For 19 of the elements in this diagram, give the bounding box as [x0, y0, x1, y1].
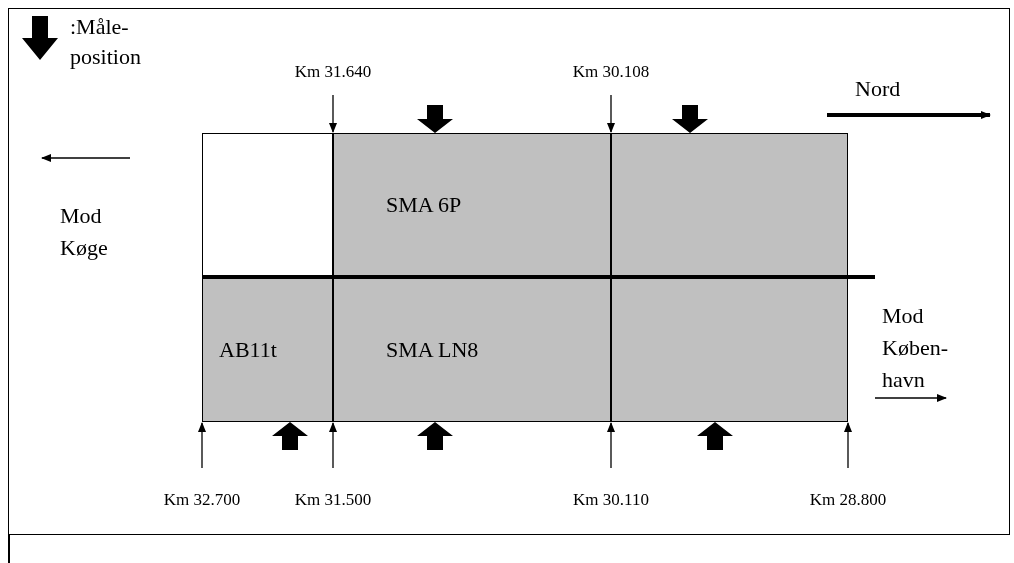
station-label: Km 30.108: [572, 62, 650, 82]
station-label: Km 31.640: [294, 62, 372, 82]
section-label: SMA 6P: [386, 192, 462, 218]
station-label: Km 30.110: [573, 490, 649, 510]
station-label: Km 32.700: [163, 490, 241, 510]
pavement-section: [333, 277, 611, 422]
section-label: AB11t: [219, 336, 277, 363]
pavement-section: [611, 277, 848, 422]
legend-label: :Måle-position: [70, 13, 142, 71]
station-label: Km 28.800: [809, 490, 887, 510]
direction-label: Nord: [855, 76, 901, 102]
direction-label: Mod Køben-havn: [882, 302, 949, 394]
station-label: Km 31.500: [294, 490, 372, 510]
direction-label: Mod Køge: [60, 202, 109, 262]
pavement-section: [611, 133, 848, 277]
pavement-section: [202, 277, 333, 422]
pavement-section: [202, 133, 333, 277]
section-label: SMA LN8: [386, 336, 479, 363]
pavement-section: [333, 133, 611, 277]
